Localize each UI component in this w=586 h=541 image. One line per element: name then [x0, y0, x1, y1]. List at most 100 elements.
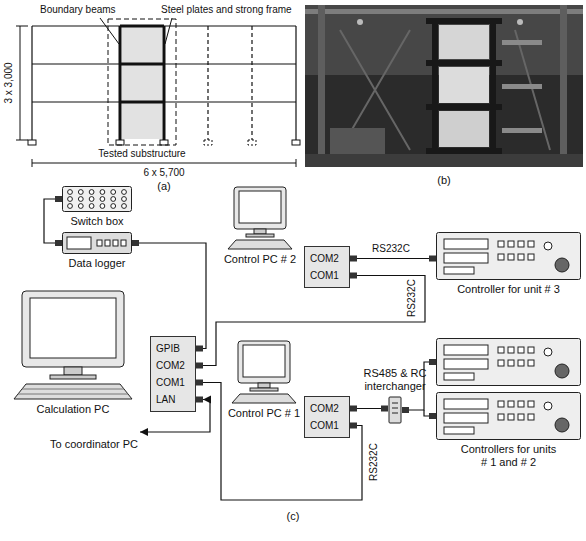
port-panel: GPIBCOM2COM1LAN	[150, 336, 196, 412]
frame-columns	[32, 26, 296, 140]
controller-button	[528, 254, 534, 260]
controller-button	[528, 241, 534, 247]
controller-button	[528, 360, 534, 366]
controller-knob	[544, 402, 552, 410]
support	[292, 140, 300, 145]
controller-button	[518, 254, 524, 260]
controller-button	[528, 347, 534, 353]
port-name: GPIB	[156, 340, 190, 357]
support	[248, 140, 256, 145]
figure-label: (c)	[287, 510, 300, 522]
strong-frame	[120, 26, 164, 140]
photo-detail	[517, 19, 523, 25]
photo-detail	[502, 128, 542, 133]
leader-line	[100, 18, 119, 44]
plug	[196, 380, 203, 386]
inter-icon	[388, 396, 402, 424]
plug	[196, 346, 203, 352]
port-name: COM2	[310, 250, 344, 267]
signal-label: RS232C	[406, 278, 418, 318]
figure-label: To coordinator PC	[50, 438, 138, 450]
photo-detail	[426, 60, 502, 66]
figure-label: (a)	[157, 180, 170, 192]
photo-detail	[502, 40, 542, 45]
support	[160, 140, 168, 145]
figure-label: 3 x 3,000	[3, 62, 15, 103]
controller-knob	[555, 364, 569, 378]
controller-button	[518, 347, 524, 353]
figure-label: (b)	[437, 174, 450, 186]
switch-button	[100, 204, 105, 209]
cable	[132, 243, 206, 349]
controller-button	[498, 254, 504, 260]
switch-button	[89, 197, 94, 202]
keyboard	[228, 240, 292, 249]
controller-display	[444, 427, 474, 434]
controller-body	[437, 233, 581, 280]
interchanger-body	[389, 397, 401, 423]
cable	[350, 258, 436, 259]
controller-display	[444, 413, 488, 423]
photo-detail	[330, 128, 385, 154]
controller-knob	[544, 242, 552, 250]
plug	[55, 196, 62, 202]
photo-ground	[305, 5, 583, 167]
stand	[254, 229, 266, 234]
logger-body	[63, 233, 132, 254]
support	[28, 140, 36, 145]
device-label: RS485 & RC interchanger	[360, 367, 430, 393]
pcbig-icon	[8, 290, 138, 400]
controller-display	[444, 359, 488, 369]
cable	[44, 199, 62, 243]
photo-panel	[439, 111, 489, 147]
switch-button	[78, 190, 83, 195]
plug	[196, 363, 203, 369]
plug	[429, 359, 436, 365]
connector-group	[350, 256, 436, 262]
switch-button	[100, 197, 105, 202]
plug	[55, 240, 62, 246]
device-label: Control PC # 1	[228, 407, 300, 420]
switch-box: Switch box	[62, 186, 132, 228]
controller-button	[508, 401, 514, 407]
keyboard	[232, 394, 296, 403]
controller-knob	[555, 418, 569, 432]
controller-display	[444, 345, 488, 355]
device-label: Data logger	[69, 257, 126, 270]
photo-detail	[357, 19, 363, 25]
port-name: COM1	[156, 374, 190, 391]
photo-detail	[560, 5, 567, 167]
connector-group	[44, 196, 62, 246]
cable	[196, 276, 425, 366]
controller-button	[498, 241, 504, 247]
controller-knob	[555, 258, 569, 272]
screen	[239, 191, 281, 223]
photo-detail	[432, 18, 438, 158]
cable	[196, 383, 362, 501]
monitor	[22, 291, 124, 367]
controller-button	[518, 401, 524, 407]
switch-button	[111, 197, 116, 202]
signal-label: RS232C	[371, 243, 411, 255]
dimension-line	[16, 26, 28, 140]
controller-button	[518, 241, 524, 247]
controller-display	[444, 373, 474, 380]
switch-button	[68, 197, 73, 202]
controller-button	[508, 360, 514, 366]
omitted-columns	[208, 26, 252, 140]
plug	[350, 406, 357, 412]
connector-group	[132, 240, 206, 352]
monitor	[234, 187, 286, 229]
plug	[350, 273, 357, 279]
logger-display	[67, 237, 91, 249]
screen	[243, 345, 285, 377]
plug	[350, 423, 357, 429]
device-label: Switch box	[70, 215, 123, 228]
port-name: COM1	[310, 417, 344, 434]
photo-detail	[426, 148, 502, 154]
switch-button	[122, 204, 127, 209]
controller-button	[508, 241, 514, 247]
dimension-line	[32, 159, 296, 167]
